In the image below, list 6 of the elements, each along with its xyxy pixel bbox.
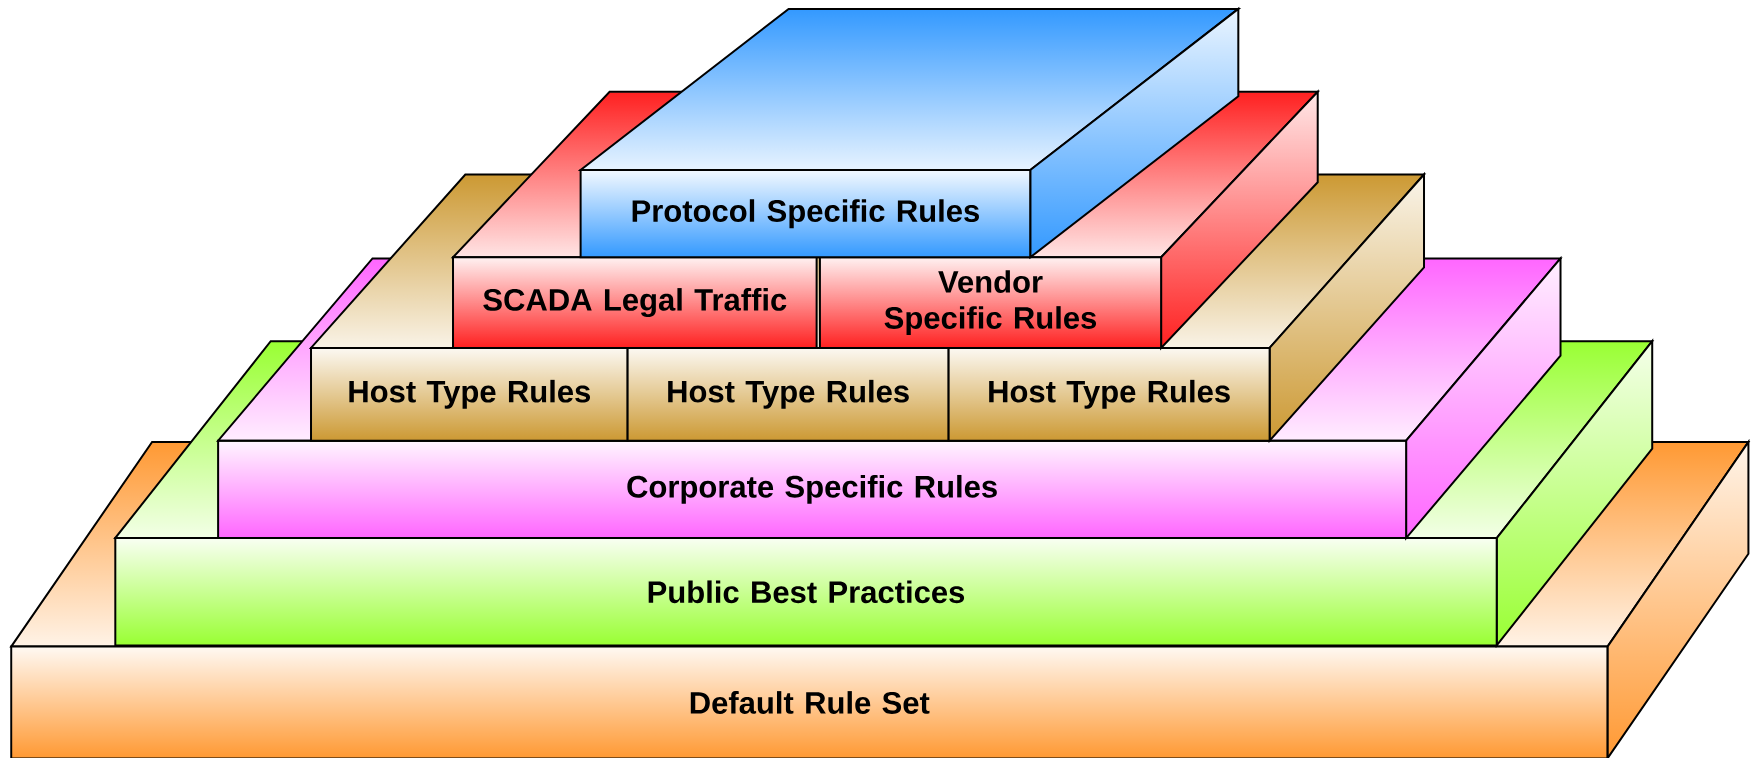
layer-box: Vendor Specific Rules [818,256,1163,349]
layer-box: SCADA Legal Traffic [452,256,818,349]
layer-box: Protocol Specific Rules [579,169,1032,259]
layer-box: Host Type Rules [626,346,950,442]
layer-box: Host Type Rules [310,346,629,442]
layer-box: Host Type Rules [947,346,1271,442]
